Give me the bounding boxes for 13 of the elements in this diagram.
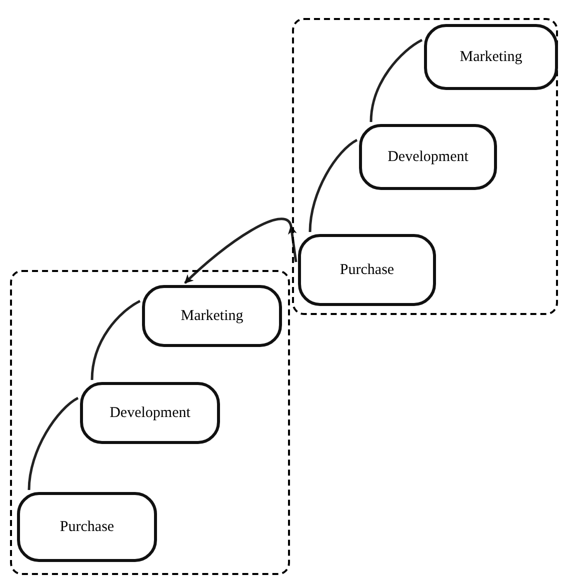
connector-line bbox=[370, 38, 423, 122]
dashed-group-box bbox=[292, 18, 558, 315]
connector-line bbox=[28, 396, 79, 490]
dashed-group-box bbox=[10, 270, 290, 575]
process-box: Purchase bbox=[298, 234, 436, 306]
connector-line bbox=[90, 300, 141, 380]
process-box: Development bbox=[359, 124, 497, 190]
process-box: Marketing bbox=[142, 285, 282, 347]
connector-line bbox=[308, 138, 358, 232]
process-box: Marketing bbox=[424, 24, 558, 90]
process-box: Development bbox=[80, 382, 220, 444]
curved-arrow bbox=[184, 218, 298, 284]
process-box: Purchase bbox=[17, 492, 157, 562]
